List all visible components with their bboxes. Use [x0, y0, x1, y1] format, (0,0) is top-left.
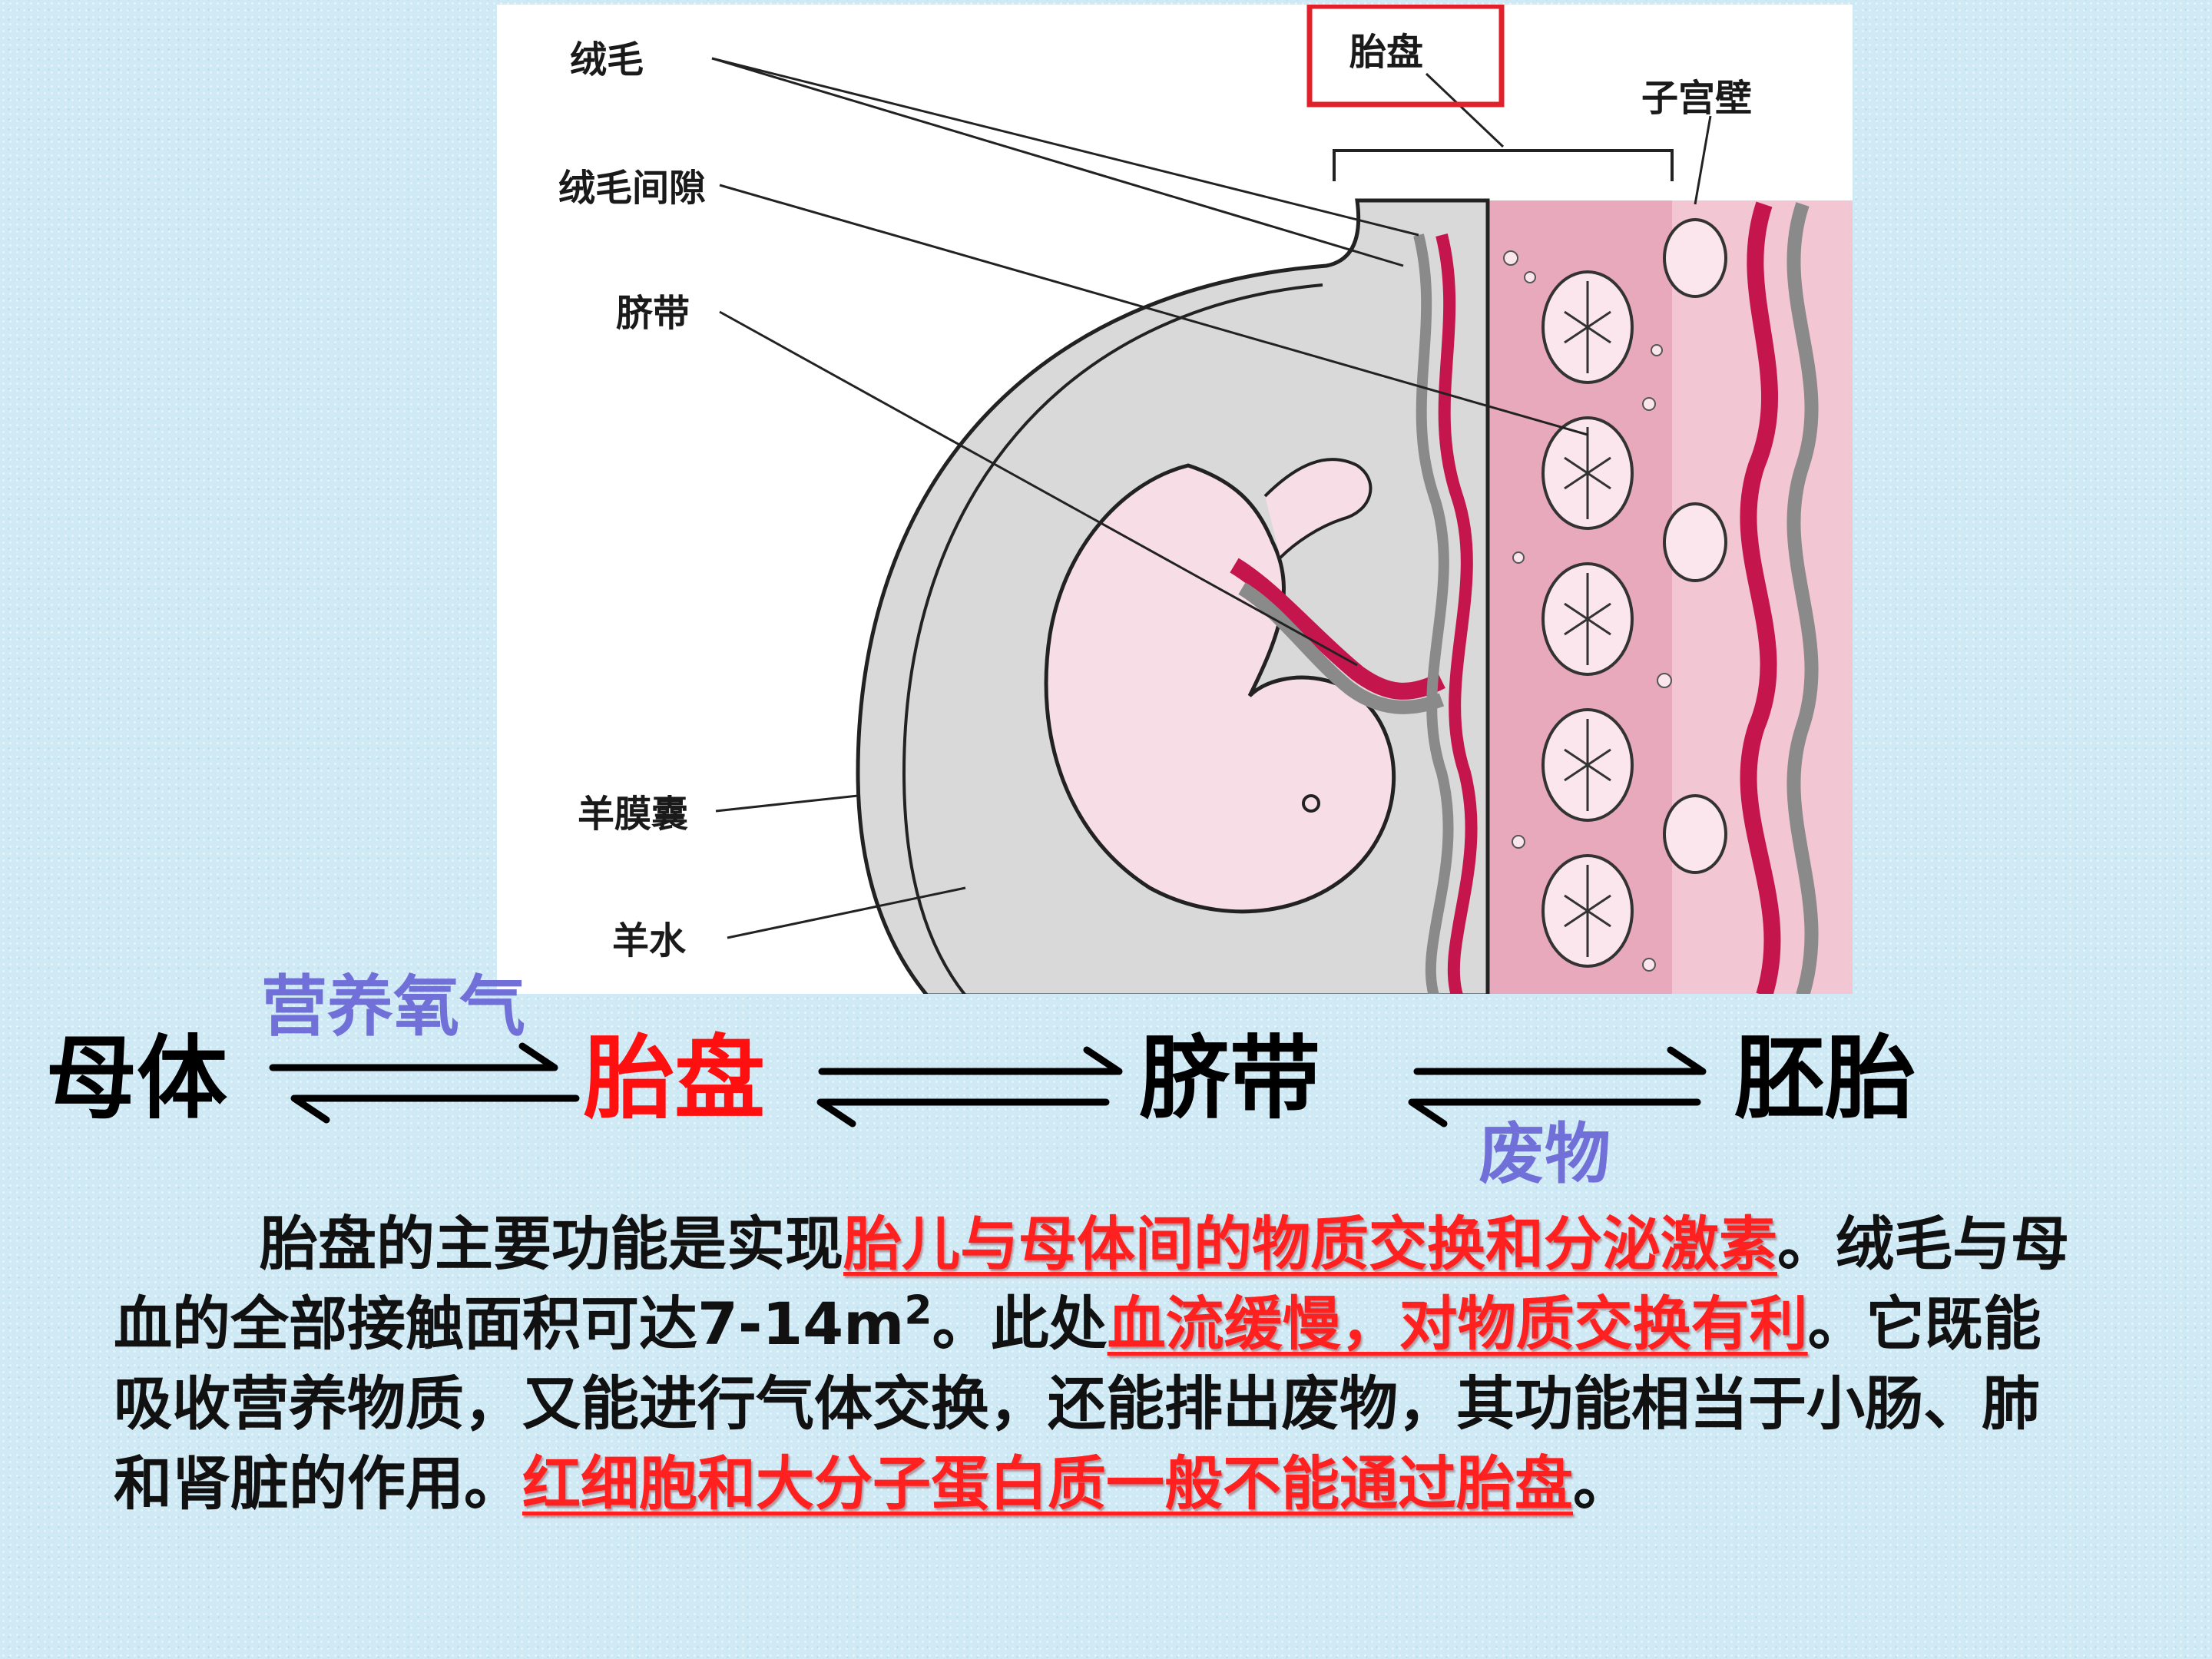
chorion-boundary: [902, 283, 1323, 994]
label-amniotic-fluid: 羊水: [612, 919, 687, 962]
villi-branches: [1564, 281, 1611, 957]
intervillous-dots: [1503, 250, 1672, 972]
label-uterine-wall: 子宫壁: [1641, 77, 1752, 120]
arrow-placenta-cord: [816, 1046, 1123, 1128]
fetal-vessel-red: [1435, 233, 1478, 994]
leader-lines: [711, 57, 1712, 939]
fetal-vessel-gray: [1413, 233, 1454, 994]
maternal-vein: [1786, 202, 1819, 994]
superscript-exponent: 2: [904, 1287, 932, 1334]
flow-placenta-label: 胎盘: [584, 1025, 766, 1131]
arrow-cord-embryo: [1408, 1046, 1707, 1128]
embryo-limb: [1263, 458, 1373, 559]
placenta-bracket: [1333, 149, 1674, 181]
exchange-arrows: [269, 1042, 1707, 1128]
umbilical-cord-vessel-red: [1230, 558, 1445, 700]
paragraph-text: 。此处: [932, 1290, 1108, 1358]
paragraph-text: 。绒毛与母血的全部接触面积可达7-14m: [114, 1210, 2069, 1358]
embryo-eye: [1302, 794, 1320, 813]
placenta-function-paragraph: 胎盘的主要功能是实现胎儿与母体间的物质交换和分泌激素。绒毛与母血的全部接触面积可…: [114, 1204, 2080, 1524]
umbilical-cord-vessel-gray: [1238, 582, 1445, 714]
paragraph-text: 。: [1573, 1449, 1631, 1518]
label-placenta: 胎盘: [1349, 31, 1423, 74]
arrow-mother-placenta: [269, 1042, 580, 1124]
flow-embryo-label: 胚胎: [1734, 1025, 1916, 1131]
paragraph-text: 。它既能吸收营养物质，又能进行气体交换，还能排出废物，其功能相当于小肠、肺和肾脏…: [114, 1290, 2041, 1518]
label-umbilical-cord: 脐带: [616, 292, 690, 335]
placenta-highlight-box: [1306, 5, 1505, 108]
flow-cord-label: 脐带: [1139, 1025, 1321, 1131]
label-intervillous-space: 绒毛间隙: [558, 167, 706, 210]
highlight-slow-blood: 血流缓慢，对物质交换有利: [1107, 1290, 1808, 1358]
highlight-barrier: 红细胞和大分子蛋白质一般不能通过胎盘: [522, 1449, 1573, 1518]
flow-mother-label: 母体: [46, 1025, 228, 1131]
label-villi: 绒毛: [570, 38, 644, 81]
flow-nutrient-label: 营养氧气: [261, 969, 525, 1045]
paragraph-text: 胎盘的主要功能是实现: [260, 1210, 843, 1278]
embryo-shape: [1044, 463, 1396, 914]
placenta-diagram: 绒毛 绒毛间隙 脐带 胎盘 子宫壁 羊膜囊 羊水: [497, 5, 1853, 994]
label-amnion: 羊膜囊: [578, 793, 688, 836]
highlight-exchange: 胎儿与母体间的物质交换和分泌激素: [843, 1210, 1777, 1278]
placenta-illustration: 绒毛 绒毛间隙 脐带 胎盘 子宫壁 羊膜囊 羊水: [558, 5, 1853, 994]
flow-waste-label: 废物: [1479, 1116, 1611, 1193]
maternal-artery: [1740, 201, 1781, 994]
